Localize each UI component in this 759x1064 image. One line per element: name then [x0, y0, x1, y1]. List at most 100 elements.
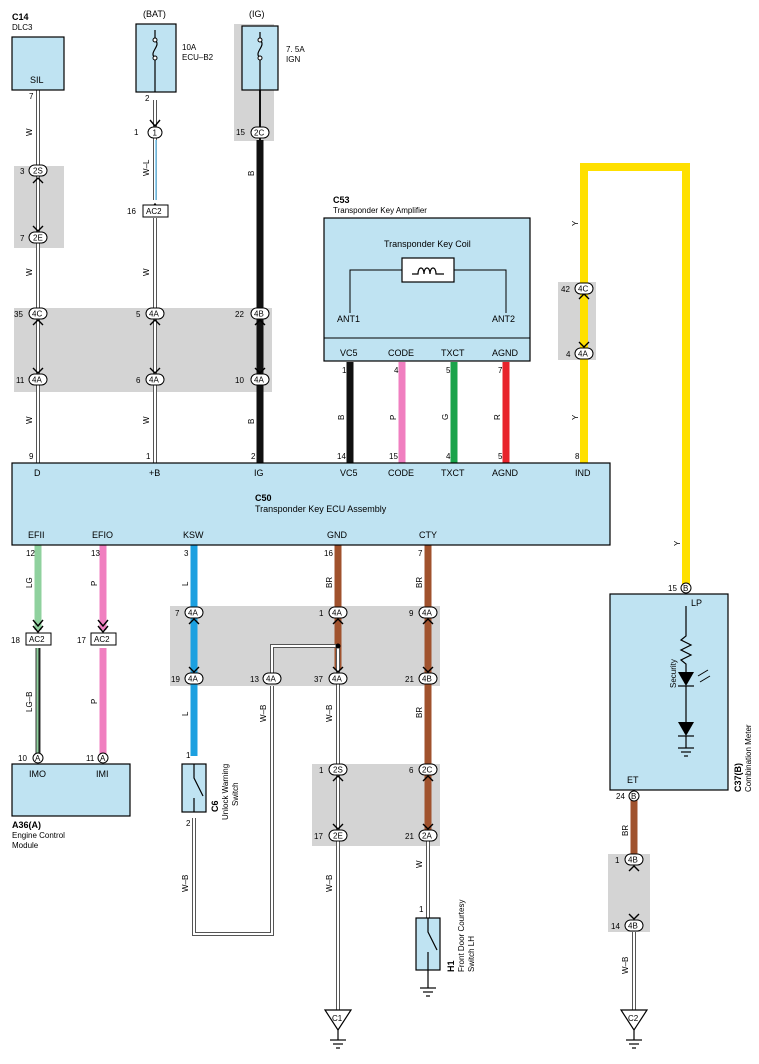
conn-4a-gnd2-code: 4A [332, 675, 342, 684]
wire-label-b-3: B [337, 415, 346, 420]
pin-gnd-2s: 1 [319, 766, 324, 775]
c53-ant1: ANT1 [337, 314, 360, 324]
c50-pin-efio: EFIO [92, 530, 113, 540]
pin-c50-vc5: 14 [337, 452, 346, 461]
pin-ind-42: 42 [561, 285, 570, 294]
wire-label-y-2: Y [571, 414, 580, 420]
wire-label-b-2: B [247, 419, 256, 424]
c14-name: DLC3 [12, 23, 33, 32]
c53-id: C53 [333, 195, 350, 205]
conn-4b-cty2 [418, 672, 438, 685]
conn-2c-cty-code: 2C [422, 766, 432, 775]
pin-ac2-17: 17 [77, 636, 86, 645]
a36-engine-control-module: IMO IMI A36(A) Engine Control Module [11, 763, 131, 850]
wire-label-br-1: BR [325, 577, 334, 588]
c53-ant2: ANT2 [492, 314, 515, 324]
pin-ksw-19: 19 [171, 675, 180, 684]
wire-label-r: R [493, 414, 502, 420]
conn-4a-d-code: 4A [32, 376, 42, 385]
wire-label-w-4: W [142, 268, 151, 276]
conn-4a-ksw2 [184, 672, 204, 685]
wire-lg-b [35, 648, 41, 754]
pin-j1: 1 [134, 128, 139, 137]
pin-h1-1: 1 [419, 905, 424, 914]
pin-a36-imo: 10 [18, 754, 27, 763]
conn-4a-b1-code: 4A [149, 310, 159, 319]
h1-id: H1 [446, 960, 456, 972]
ground-c2-label: C2 [628, 1014, 639, 1023]
c50-pin-vc5: VC5 [340, 468, 358, 478]
conn-ac2-top-code: AC2 [146, 207, 162, 216]
c50-pin-plusb: +B [149, 468, 160, 478]
c53-transponder-key-amplifier: C53 Transponder Key Amplifier Transponde… [323, 195, 531, 362]
conn-4a-cty1-code: 4A [422, 609, 432, 618]
c50-pin-ig: IG [254, 468, 264, 478]
conn-4a-gnd2 [328, 672, 348, 685]
pin-cty-2c: 6 [409, 766, 414, 775]
pin-cty-9: 9 [409, 609, 414, 618]
c50-pin-code: CODE [388, 468, 414, 478]
pin-ig-2c: 15 [236, 128, 245, 137]
conn-ac2-efio-code: AC2 [94, 635, 110, 644]
conn-2s-gnd [328, 763, 348, 776]
wire-label-l-1: L [181, 581, 190, 586]
ground-c1: C1 [323, 1009, 353, 1049]
conn-2c-ig [250, 126, 270, 139]
wire-label-w-3: W [25, 416, 34, 424]
pin-gnd-1: 1 [319, 609, 324, 618]
conn-b-et-code: B [631, 792, 636, 801]
conn-4c-a-code: 4C [32, 310, 42, 319]
c37-pin-et: ET [627, 775, 639, 785]
wire-label-lgb: LG–B [25, 692, 34, 712]
bat-fuse-name: ECU–B2 [182, 53, 214, 62]
wire-label-wb-3: W–B [181, 875, 190, 892]
conn-a-imo-code: A [35, 754, 41, 763]
conn-2e-gnd [328, 829, 348, 842]
conn-4a-ind [574, 347, 594, 360]
conn-4b-et1 [624, 853, 644, 866]
conn-2a-cty-code: 2A [422, 832, 432, 841]
c53-pin-agnd: AGND [492, 348, 519, 358]
junction-block-4c-4a-4b [14, 308, 272, 392]
conn-2s-a-code: 2S [33, 167, 43, 176]
conn-4a-ksw1-code: 4A [188, 609, 198, 618]
pin-c37-lp: 15 [668, 584, 677, 593]
c50-pin-efii: EFII [28, 530, 45, 540]
pin-4a-5: 5 [136, 310, 141, 319]
pin-4a-10: 10 [235, 376, 244, 385]
pin-cty-2a: 21 [405, 832, 414, 841]
conn-4a-ksw1 [184, 606, 204, 619]
conn-1-code: 1 [153, 129, 158, 138]
h1-front-door-courtesy-switch: H1 Front Door Courtesy Switch LH [415, 900, 476, 997]
wire-y-ind [580, 163, 690, 585]
h1-name-1: Front Door Courtesy [457, 900, 466, 972]
conn-4a-ind-code: 4A [578, 350, 588, 359]
pin-cty: 7 [418, 549, 423, 558]
c50-pin-agnd: AGND [492, 468, 519, 478]
pin-c53-txct: 5 [446, 366, 451, 375]
pin-numbers: 7 2 1 16 15 3 7 35 5 22 11 6 10 9 1 2 1 … [11, 92, 677, 931]
ground-c1-label: C1 [332, 1014, 343, 1023]
ig-header: (IG) [249, 9, 265, 19]
conn-4c-ind [574, 282, 594, 295]
pin-plusb: 1 [146, 452, 151, 461]
pin-13: 13 [250, 675, 259, 684]
conn-4b-ig1-code: 4B [254, 310, 264, 319]
wire-w-l-bat-plusb [153, 100, 157, 463]
c6-unlock-warning-switch: C6 Unlock Warning Switch [181, 763, 240, 820]
c50-transponder-key-ecu: D +B IG VC5 CODE TXCT AGND IND C50 Trans… [11, 462, 611, 546]
pin-ig: 2 [251, 452, 256, 461]
wire-color-labels: W W W W–L W W B B B P G R Y Y Y LG LG–B … [25, 128, 682, 974]
c6-id: C6 [210, 800, 220, 812]
pin-ind-4: 4 [566, 350, 571, 359]
wire-label-y-3: Y [673, 540, 682, 546]
c14-id: C14 [12, 12, 29, 22]
conn-4a-ig2 [250, 373, 270, 386]
conn-2e-a-code: 2E [33, 234, 43, 243]
conn-2c-ig-code: 2C [254, 129, 264, 138]
c14-pin-sil: SIL [30, 75, 44, 85]
conn-4a-gnd1-code: 4A [332, 609, 342, 618]
conn-b-lp [680, 582, 692, 594]
wire-label-p-2: P [90, 581, 99, 586]
